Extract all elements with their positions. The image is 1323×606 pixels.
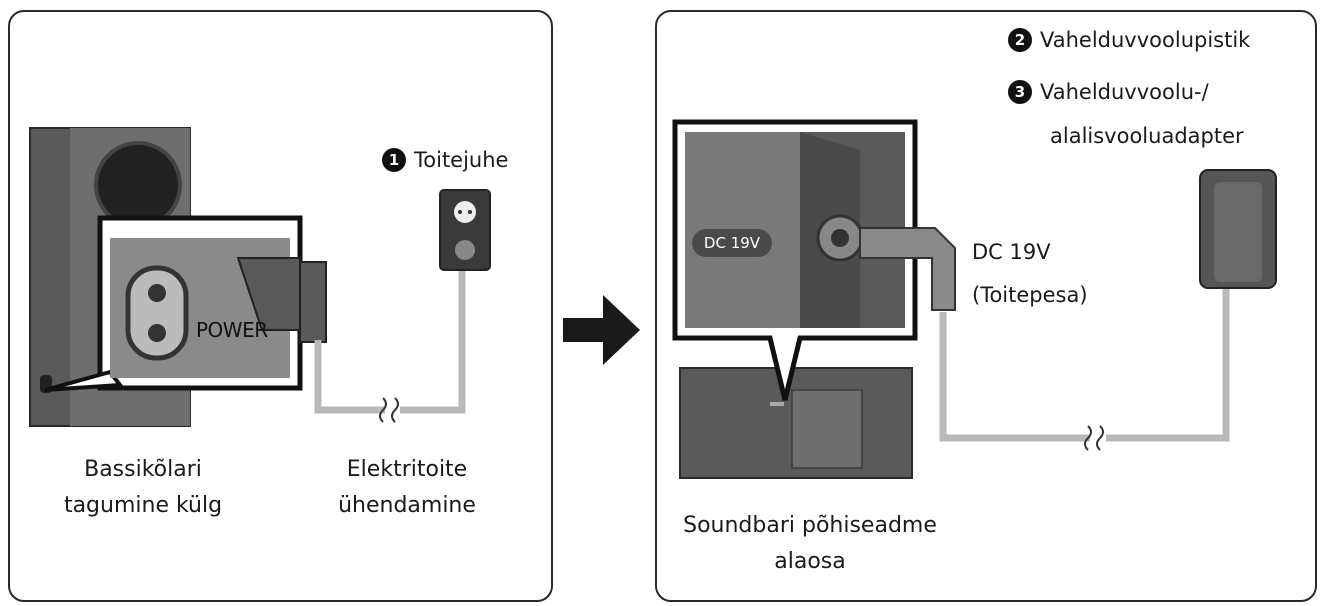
figure8-socket-icon xyxy=(125,265,189,361)
dc-jack-zoom xyxy=(672,119,956,401)
ac-plug-callout: 2 Vahelduvvoolupistik xyxy=(1008,28,1250,52)
wall-outlet xyxy=(439,189,491,271)
power-cord-label: Toitejuhe xyxy=(414,148,509,172)
number-badge-1: 1 xyxy=(382,148,406,172)
power-connection-caption: Elektritoite ühendamine xyxy=(338,457,476,518)
adapter-label-line2: alalisvooluadapter xyxy=(1050,124,1244,148)
adapter-callout: 3 Vahelduvvoolu-/ xyxy=(1008,80,1209,104)
cable-break-icon xyxy=(1084,425,1104,451)
power-port-label: POWER xyxy=(196,318,268,342)
ac-dc-adapter-icon xyxy=(1199,169,1277,289)
adapter-label-line1: Vahelduvvoolu-/ xyxy=(1040,80,1209,104)
dc-jack-label-line1: DC 19V xyxy=(972,240,1051,264)
power-cord xyxy=(314,270,466,414)
power-port-zoom xyxy=(44,215,327,392)
subwoofer-caption: Bassikõlari tagumine külg xyxy=(63,457,223,518)
cord-break-icon xyxy=(379,397,399,423)
bass-port-icon xyxy=(94,141,182,229)
soundbar-bottom xyxy=(679,367,913,479)
number-badge-2: 2 xyxy=(1008,28,1032,52)
ac-plug-label: Vahelduvvoolupistik xyxy=(1040,28,1251,52)
number-badge-3: 3 xyxy=(1008,80,1032,104)
soundbar-caption: Soundbari põhiseadme alaosa xyxy=(683,513,937,574)
dc-jack-label-line2: (Toitepesa) xyxy=(972,283,1088,307)
dc-voltage-tag: DC 19V xyxy=(692,229,772,257)
power-cord-callout: 1 Toitejuhe xyxy=(382,148,508,172)
next-step-arrow-icon xyxy=(563,295,640,365)
dc-cable xyxy=(939,288,1230,442)
